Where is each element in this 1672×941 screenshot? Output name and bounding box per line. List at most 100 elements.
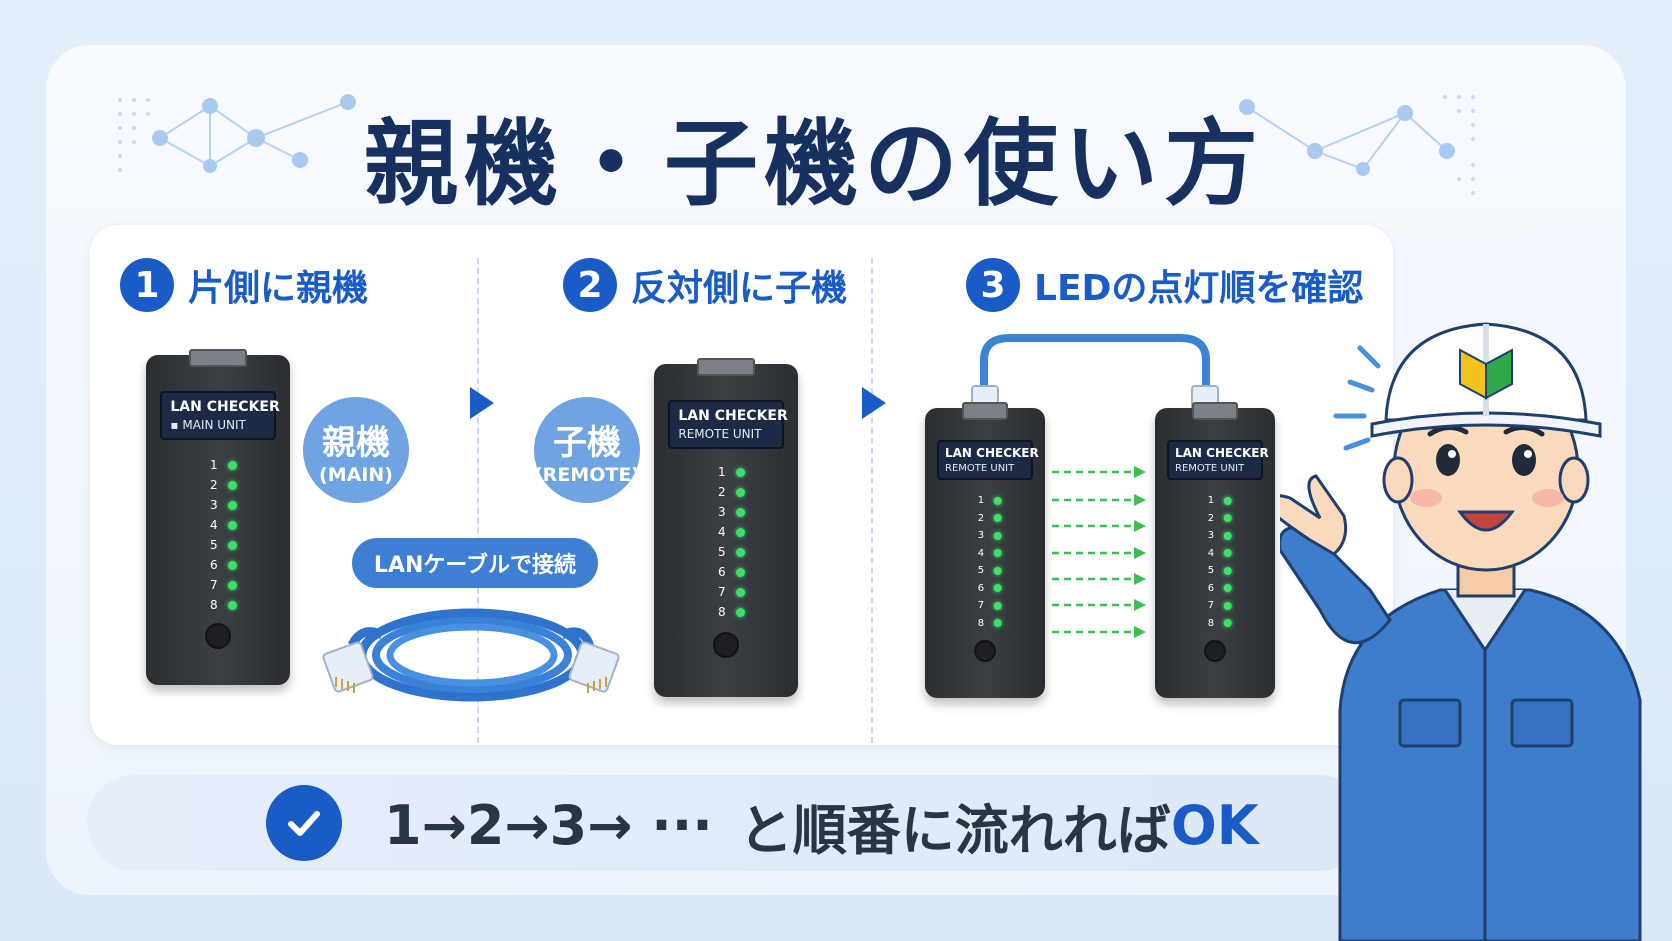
led-number: 4 bbox=[977, 547, 985, 559]
led-number: 5 bbox=[210, 538, 218, 552]
led-number: 1 bbox=[718, 465, 726, 479]
led-icon bbox=[735, 527, 745, 537]
step-divider-2 bbox=[871, 258, 873, 743]
check-icon bbox=[266, 785, 342, 861]
led-row: 6 bbox=[977, 580, 1003, 598]
device-unit: REMOTE UNIT bbox=[1175, 463, 1245, 474]
led-icon bbox=[735, 607, 745, 617]
led-number: 3 bbox=[1207, 530, 1215, 542]
led-number: 1 bbox=[1207, 495, 1215, 507]
led-icon bbox=[1224, 549, 1233, 558]
step-2-number: 2 bbox=[563, 258, 617, 312]
led-row: 3 bbox=[978, 527, 1003, 545]
led-icon bbox=[994, 514, 1003, 523]
device-unit: REMOTE UNIT bbox=[678, 427, 762, 441]
led-icon bbox=[1224, 601, 1233, 610]
led-row: 3 bbox=[718, 502, 745, 522]
page-title: 親機・子機の使い方 bbox=[363, 110, 1264, 219]
led-icon bbox=[227, 600, 237, 610]
led-icon bbox=[1224, 514, 1233, 523]
led-row: 4 bbox=[210, 515, 237, 535]
step-arrow-2-icon bbox=[862, 387, 886, 419]
cable-label-pill: LANケーブルで接続 bbox=[352, 538, 598, 588]
led-row: 4 bbox=[1207, 545, 1233, 563]
device-button bbox=[713, 632, 739, 658]
led-row: 6 bbox=[718, 562, 745, 582]
device-brand: LAN CHECKER bbox=[945, 446, 1039, 460]
led-row: 7 bbox=[977, 597, 1003, 615]
led-number: 7 bbox=[1207, 600, 1215, 612]
led-row: 5 bbox=[718, 542, 745, 562]
remote-unit-bubble-sub: (REMOTE) bbox=[534, 463, 640, 486]
device-button bbox=[974, 640, 996, 662]
device-screen: LAN CHECKER REMOTE UNIT bbox=[668, 400, 788, 449]
led-row: 8 bbox=[210, 595, 237, 615]
led-number: 8 bbox=[718, 605, 726, 619]
led-number: 4 bbox=[1207, 547, 1215, 559]
led-icon bbox=[1224, 496, 1233, 505]
led-row: 2 bbox=[718, 482, 745, 502]
led-icon bbox=[1224, 531, 1233, 540]
led-number: 3 bbox=[718, 505, 726, 519]
device-unit-text: MAIN UNIT bbox=[182, 418, 246, 432]
main-unit-bubble: 親機 (MAIN) bbox=[303, 397, 409, 503]
led-number: 2 bbox=[977, 512, 985, 524]
device-screen: LAN CHECKER REMOTE UNIT bbox=[937, 440, 1039, 480]
led-row: 7 bbox=[210, 575, 237, 595]
step-3-number: 3 bbox=[966, 258, 1020, 312]
step-divider-1 bbox=[477, 258, 479, 743]
led-number: 2 bbox=[1207, 512, 1215, 524]
led-icon bbox=[227, 560, 237, 570]
led-number: 6 bbox=[718, 565, 726, 579]
result-message: と順番に流れれば bbox=[738, 798, 1171, 862]
led-icon bbox=[735, 487, 745, 497]
led-row: 5 bbox=[1207, 562, 1233, 580]
led-number: 6 bbox=[977, 582, 985, 594]
led-icon bbox=[227, 580, 237, 590]
remote-unit-bubble: 子機 (REMOTE) bbox=[534, 397, 640, 503]
led-icon bbox=[227, 540, 237, 550]
main-unit-bubble-label: 親機 bbox=[322, 422, 390, 463]
worker-character-icon bbox=[1280, 322, 1642, 941]
led-row: 7 bbox=[1207, 597, 1233, 615]
led-row: 8 bbox=[1207, 615, 1233, 633]
led-number: 8 bbox=[1207, 617, 1215, 629]
step-1-number: 1 bbox=[120, 258, 174, 312]
step-arrow-1-icon bbox=[470, 387, 494, 419]
led-number: 1 bbox=[210, 458, 218, 472]
step-2-label: 反対側に子機 bbox=[631, 268, 848, 309]
led-icon bbox=[994, 601, 1003, 610]
led-row: 6 bbox=[1208, 580, 1233, 598]
step-3-label: LEDの点灯順を確認 bbox=[1034, 268, 1364, 309]
led-number: 1 bbox=[977, 495, 985, 507]
led-number: 2 bbox=[718, 485, 726, 499]
signal-arrows-icon bbox=[1052, 466, 1146, 638]
led-row: 4 bbox=[718, 522, 745, 542]
main-unit-device: LAN CHECKER ▪ MAIN UNIT 1 2 3 4 5 6 7 8 bbox=[146, 349, 290, 685]
led-row: 3 bbox=[1207, 527, 1233, 545]
remote-unit-bubble-label: 子機 bbox=[553, 422, 621, 463]
led-icon bbox=[227, 460, 237, 470]
led-row: 2 bbox=[210, 475, 237, 495]
led-number: 7 bbox=[977, 600, 985, 612]
led-number: 8 bbox=[210, 598, 218, 612]
led-icon bbox=[735, 587, 745, 597]
device-brand: LAN CHECKER bbox=[678, 408, 788, 424]
result-text: 1→2→3→ ··· と順番に流れれば OK bbox=[384, 790, 1259, 862]
rj45-port-icon bbox=[962, 402, 1008, 420]
led-row: 6 bbox=[210, 555, 237, 575]
led-icon bbox=[994, 549, 1003, 558]
led-number: 5 bbox=[1207, 565, 1215, 577]
led-number: 2 bbox=[210, 478, 218, 492]
remote-unit-device-connected: LAN CHECKER REMOTE UNIT 1 2 3 4 5 6 7 8 bbox=[1155, 402, 1275, 698]
device-brand: LAN CHECKER bbox=[170, 399, 280, 415]
device-screen: LAN CHECKER ▪ MAIN UNIT bbox=[160, 391, 280, 440]
led-row: 3 bbox=[210, 495, 237, 515]
remote-unit-device: LAN CHECKER REMOTE UNIT 1 2 3 4 5 6 7 8 bbox=[654, 358, 798, 697]
led-number: 3 bbox=[210, 498, 218, 512]
led-number: 5 bbox=[977, 565, 985, 577]
main-unit-bubble-sub: (MAIN) bbox=[319, 463, 393, 486]
led-icon bbox=[994, 566, 1003, 575]
led-icon bbox=[735, 547, 745, 557]
led-row: 1 bbox=[977, 492, 1003, 510]
